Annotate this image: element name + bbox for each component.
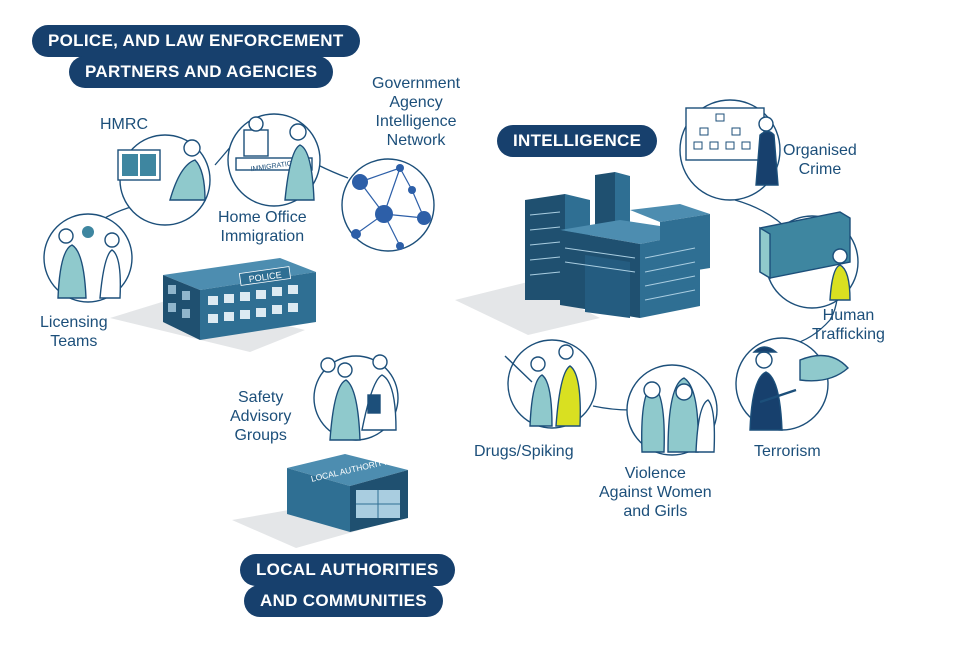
police-sign: POLICE: [248, 270, 282, 284]
police-heading-line1: POLICE, AND LAW ENFORCEMENT: [32, 25, 360, 57]
safety-label: Safety Advisory Groups: [230, 389, 292, 444]
vignettes: IMMIGRATION: [43, 99, 859, 456]
immigration-vignette: IMMIGRATION: [227, 113, 321, 207]
trafficking-vignette: [759, 211, 859, 309]
organised-crime-vignette: [679, 99, 781, 201]
terrorism-vignette: [735, 337, 849, 431]
drugs-label: Drugs/Spiking: [474, 443, 574, 460]
police-heading-line2: PARTNERS AND AGENCIES: [69, 56, 334, 88]
home-office-label: Home Office Immigration: [218, 209, 307, 245]
vawg-vignette: [626, 364, 718, 456]
safety-vignette: [313, 354, 399, 441]
drugs-vignette: [504, 339, 597, 429]
gov-agency-label: Government Agency Intelligence Network: [372, 75, 461, 149]
trafficking-label: Human Trafficking: [812, 307, 885, 343]
police-building: POLICE: [163, 258, 316, 340]
vawg-label: Violence Against Women and Girls: [599, 465, 712, 520]
hmrc-vignette: [117, 134, 211, 226]
intelligence-heading: INTELLIGENCE: [497, 125, 658, 157]
network-vignette: [341, 158, 435, 252]
local-heading-line1: LOCAL AUTHORITIES: [240, 554, 455, 586]
local-authority-building: LOCAL AUTHORITY: [287, 454, 408, 603]
hmrc-label: HMRC: [100, 116, 148, 133]
terrorism-label: Terrorism: [754, 443, 821, 460]
intelligence-building: [525, 172, 710, 318]
licensing-label: Licensing Teams: [40, 314, 108, 350]
organised-crime-label: Organised Crime: [783, 142, 857, 178]
local-heading-line2: AND COMMUNITIES: [244, 585, 443, 617]
licensing-vignette: [43, 213, 133, 303]
